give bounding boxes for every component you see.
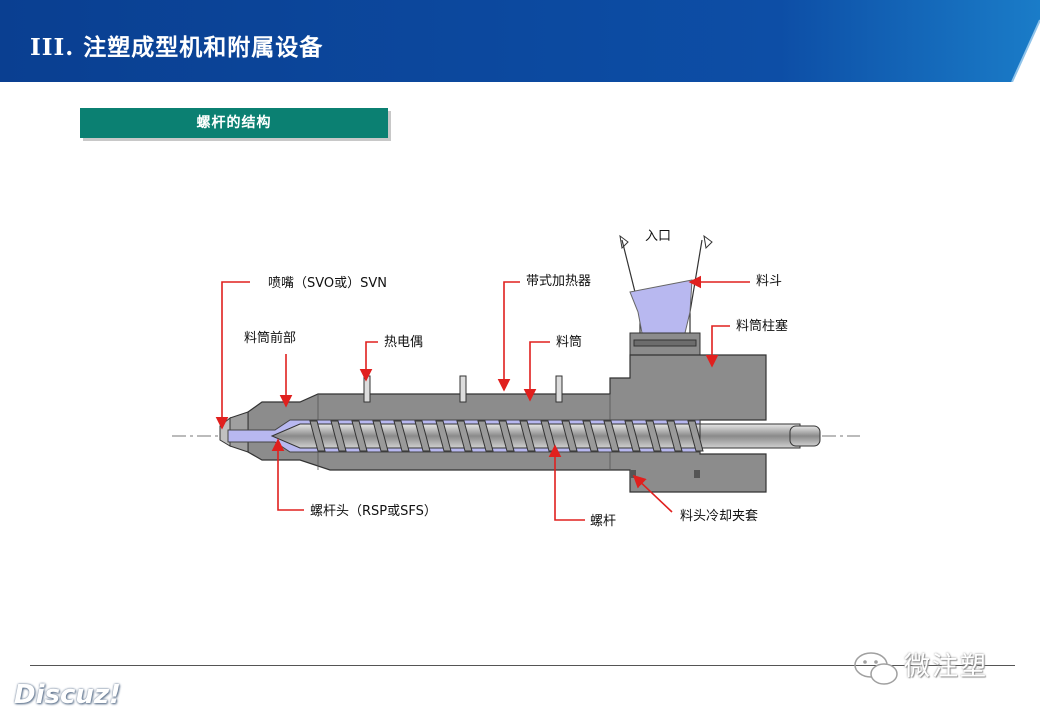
thermocouples xyxy=(363,375,563,403)
screw-flight xyxy=(603,420,620,452)
screw-flight xyxy=(393,420,410,452)
label-cooling-jacket: 料头冷却夹套 xyxy=(680,508,758,524)
screw-flight xyxy=(477,420,494,452)
label-inlet: 入口 xyxy=(645,229,671,244)
screw-flight xyxy=(309,420,326,452)
label-barrel-plug: 料筒柱塞 xyxy=(736,318,788,334)
label-screw-head: 螺杆头（RSP或SFS） xyxy=(310,504,437,519)
arrow-thermocouple xyxy=(359,341,378,382)
arrow-band-heater xyxy=(497,281,520,392)
page-title: III. 注塑成型机和附属设备 xyxy=(30,34,324,61)
screw-flight xyxy=(582,420,599,452)
header-banner: III. 注塑成型机和附属设备 xyxy=(0,0,1040,82)
label-barrel-front: 料筒前部 xyxy=(244,330,296,346)
arrow-cooling-jacket xyxy=(632,474,673,513)
arrow-screw-head xyxy=(271,438,304,511)
screw-flight xyxy=(372,420,389,452)
label-thermocouple: 热电偶 xyxy=(384,335,423,350)
arrow-barrel xyxy=(523,341,550,402)
wechat-icon xyxy=(854,652,898,685)
footer-divider xyxy=(30,665,1015,666)
screw-flight xyxy=(561,420,578,452)
screw-flight xyxy=(435,420,452,452)
screw-flight xyxy=(666,420,683,452)
arrow-nozzle xyxy=(215,281,250,430)
watermark-weizhusu: 微注塑 xyxy=(904,652,989,682)
arrow-barrel-plug xyxy=(705,325,730,368)
screw-flight xyxy=(351,420,368,452)
label-hopper: 料斗 xyxy=(756,274,782,289)
screw-flight xyxy=(456,420,473,452)
section-label: 螺杆的结构 xyxy=(80,108,388,138)
screw-flight xyxy=(687,420,704,452)
screw-flight xyxy=(519,420,536,452)
label-band-heater: 带式加热器 xyxy=(526,274,591,289)
label-barrel: 料筒 xyxy=(556,334,582,350)
watermark-discuz: Discuz! xyxy=(14,680,121,710)
label-screw: 螺杆 xyxy=(590,514,616,529)
screw-shaft xyxy=(270,420,821,452)
header-background xyxy=(0,0,1040,82)
arrow-screw xyxy=(548,444,585,521)
screw-flight xyxy=(645,420,662,452)
screw-flight xyxy=(498,420,515,452)
screw-flight xyxy=(624,420,641,452)
screw-flight xyxy=(330,420,347,452)
screw-flight xyxy=(414,420,431,452)
label-nozzle: 喷嘴（SVO或）SVN xyxy=(268,276,387,291)
